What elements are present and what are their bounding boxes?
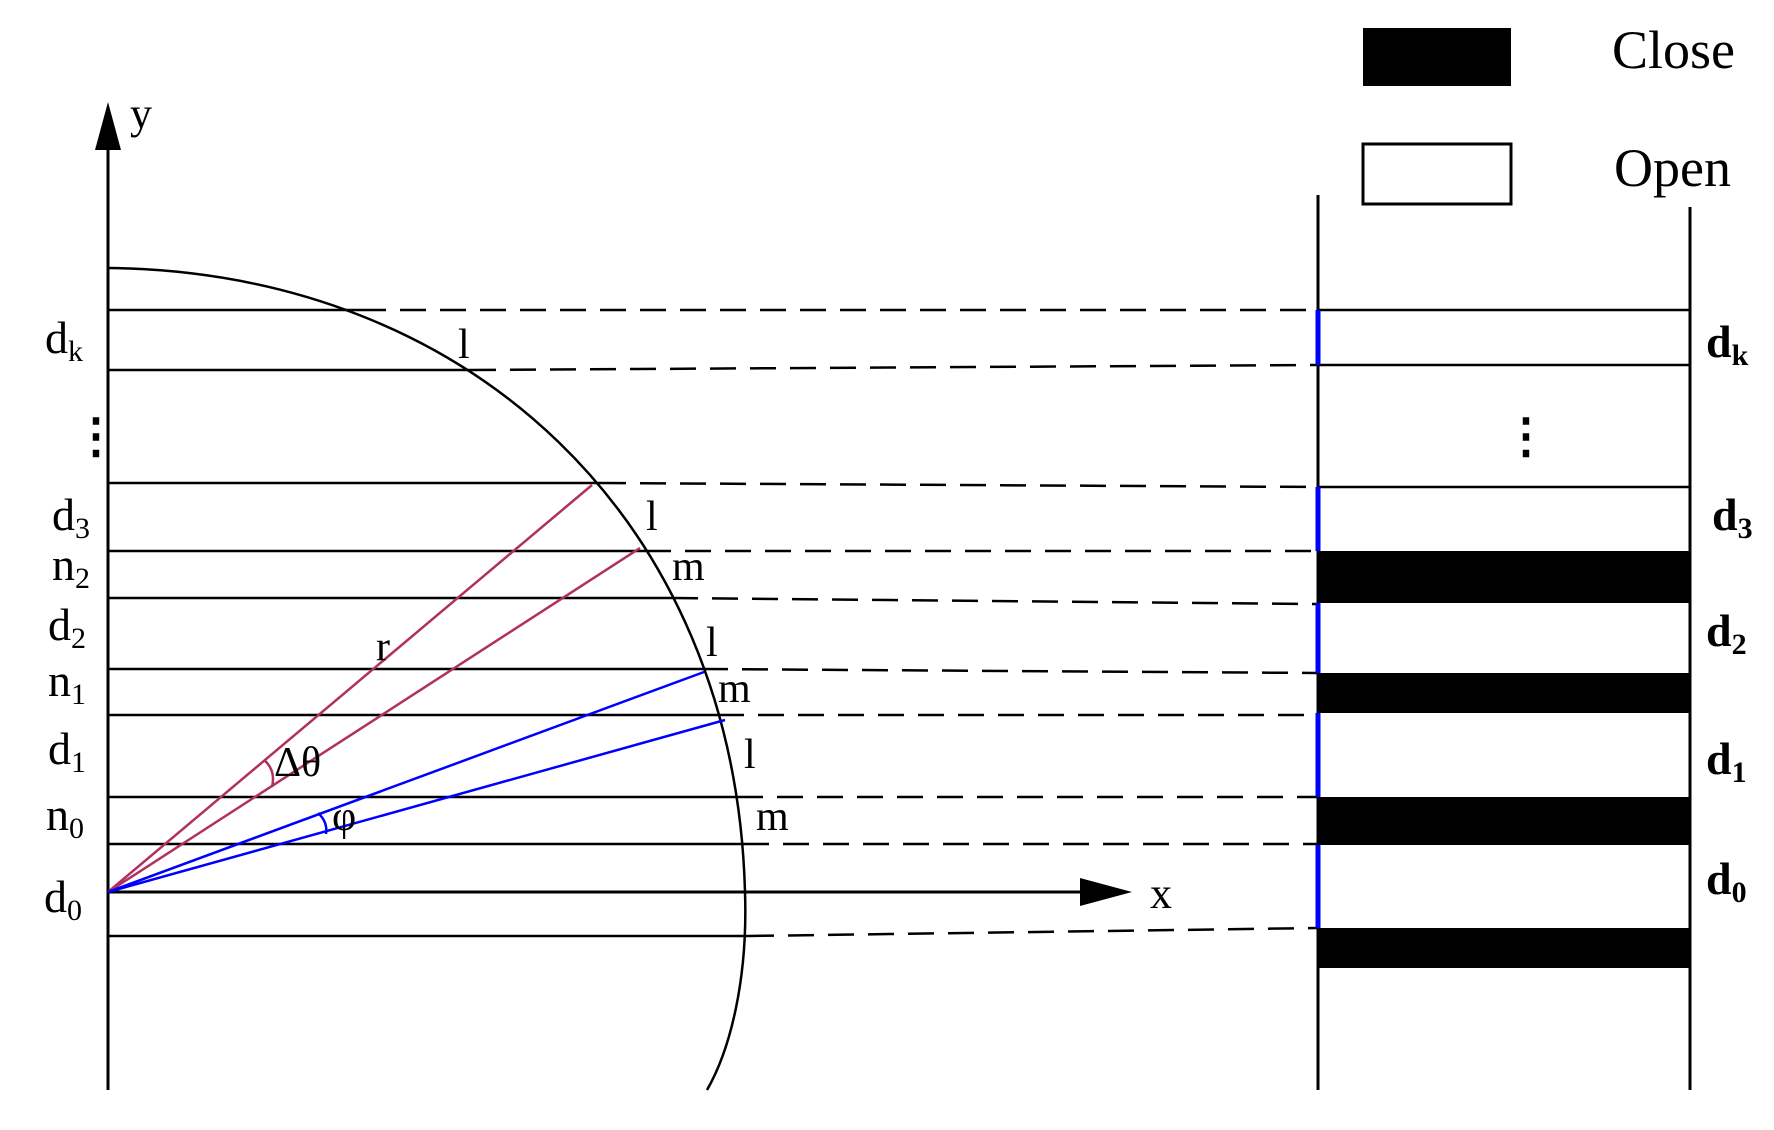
close-segment-n0 xyxy=(1318,797,1690,845)
left-label-d0: d0 xyxy=(44,871,82,927)
y-axis-label: y xyxy=(130,89,152,138)
point-label-l-dk: l xyxy=(458,322,470,368)
phi-arc xyxy=(317,812,328,835)
blue-ray-lower xyxy=(107,718,726,894)
delta-theta-arc xyxy=(263,759,275,788)
right-label-d0: d0 xyxy=(1706,853,1747,909)
legend-close-swatch xyxy=(1363,28,1511,86)
dashed-lines xyxy=(360,308,1319,938)
left-labels: dk ⋮ d3 n2 d2 n1 d1 n0 d0 xyxy=(44,312,120,927)
legend-open-swatch xyxy=(1361,142,1513,206)
left-label-dk: dk xyxy=(45,312,83,368)
right-label-d1: d1 xyxy=(1706,733,1747,789)
left-label-d2: d2 xyxy=(48,599,86,655)
legend: Close Open xyxy=(1361,20,1735,206)
circle-arc xyxy=(107,266,747,1091)
phi-label: φ xyxy=(332,794,356,840)
point-label-m-n0: m xyxy=(756,794,789,840)
right-label-d3: d3 xyxy=(1712,489,1753,545)
close-segment-n2 xyxy=(1318,551,1690,603)
point-label-l-d1: l xyxy=(744,732,756,778)
point-label-l-d3: l xyxy=(646,494,658,540)
left-label-d1: d1 xyxy=(48,723,86,779)
left-label-n1: n1 xyxy=(48,655,86,711)
point-label-l-d2: l xyxy=(706,620,718,666)
blue-ray-upper xyxy=(107,670,705,894)
x-axis-label: x xyxy=(1150,869,1172,918)
point-label-m-n2: m xyxy=(672,544,705,590)
horizontal-lines xyxy=(108,308,748,938)
left-label-n0: n0 xyxy=(46,789,84,845)
radius-label: r xyxy=(376,624,390,670)
close-segment-n1 xyxy=(1318,673,1690,713)
y-axis-arrow xyxy=(95,102,121,150)
delta-theta-label: Δθ xyxy=(274,740,321,786)
point-label-m-n1: m xyxy=(718,666,751,712)
left-ellipsis: ⋮ xyxy=(72,410,120,463)
close-segment-bottom xyxy=(1318,928,1690,968)
left-label-n2: n2 xyxy=(52,539,90,595)
right-label-dk: dk xyxy=(1706,316,1749,372)
right-ellipsis: ⋮ xyxy=(1502,410,1550,463)
right-panel: ⋮ dk d3 d2 d1 d0 xyxy=(1315,195,1753,1090)
point-labels: l l m l m l m xyxy=(458,322,789,840)
x-axis-arrow xyxy=(1080,878,1132,906)
magenta-ray-upper xyxy=(107,484,593,893)
left-label-d3: d3 xyxy=(52,489,90,545)
legend-open-label: Open xyxy=(1614,138,1731,198)
magenta-ray-lower xyxy=(107,546,641,894)
legend-close-label: Close xyxy=(1612,20,1735,80)
right-label-d2: d2 xyxy=(1706,605,1747,661)
